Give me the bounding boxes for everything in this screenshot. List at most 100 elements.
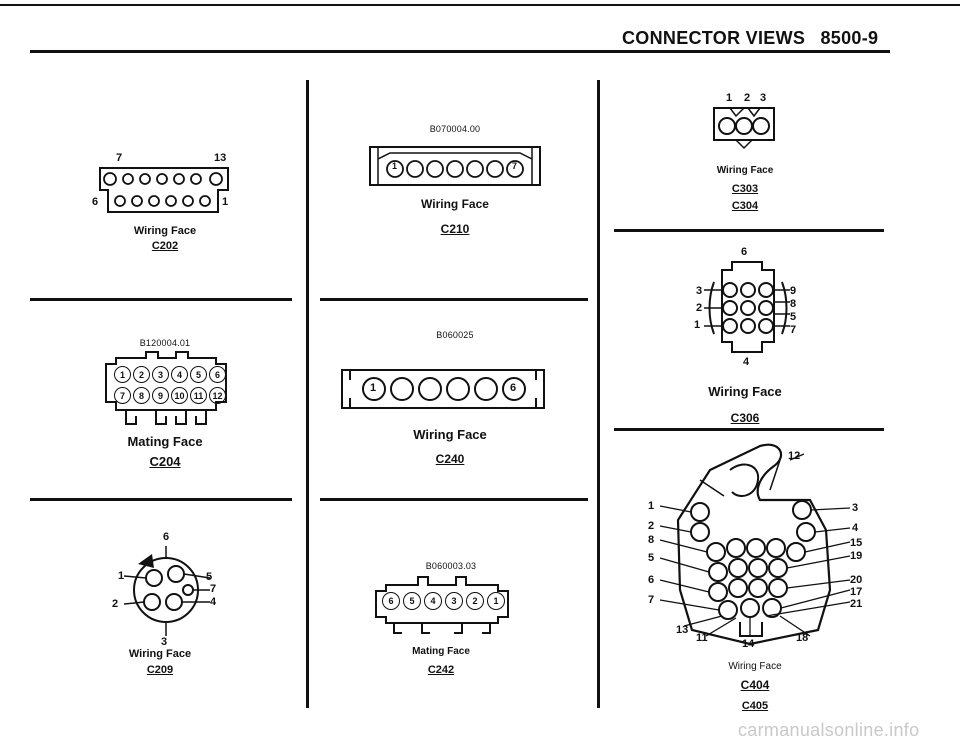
connector-c210-drawing xyxy=(369,146,541,186)
pin-label: 2 xyxy=(112,598,119,610)
face-label: Wiring Face xyxy=(708,384,782,399)
connector-code: C404 xyxy=(740,678,770,692)
connector-code: C405 xyxy=(741,700,769,712)
pin-label: 20 xyxy=(850,574,863,586)
pin-label: 6 xyxy=(648,574,655,586)
pin-circle: 3 xyxy=(445,592,463,610)
connector-c306-drawing xyxy=(704,261,790,353)
page-title: CONNECTOR VIEWS 8500-9 xyxy=(622,28,878,49)
pin-label: 6 xyxy=(163,531,170,543)
separator-mid-1 xyxy=(320,298,588,301)
header-rule xyxy=(30,50,890,53)
pin-label: 3 xyxy=(161,636,168,648)
pin-label: 3 xyxy=(696,285,703,297)
pin-circle: 7 xyxy=(114,387,131,404)
pin-label: 7 xyxy=(116,152,123,164)
pin-circle: 6 xyxy=(382,592,400,610)
pin-label: 1 xyxy=(370,382,377,394)
pin-label: 12 xyxy=(788,450,801,462)
pin-label: 1 xyxy=(118,570,125,582)
pin-label: 5 xyxy=(206,571,213,583)
watermark: carmanualsonline.info xyxy=(738,720,920,740)
connector-code: C240 xyxy=(435,452,465,466)
pin-circle: 10 xyxy=(171,387,188,404)
pin-label: 6 xyxy=(510,382,517,394)
connector-c204-drawing xyxy=(105,351,227,425)
pin-label: 17 xyxy=(850,586,863,598)
pin-label: 1 xyxy=(222,196,229,208)
pin-label: 8 xyxy=(790,298,797,310)
pin-circle: 11 xyxy=(190,387,207,404)
reference-number: B060003.03 xyxy=(425,561,477,571)
connector-c242-drawing xyxy=(375,576,509,634)
separator-right-2 xyxy=(614,428,884,431)
pin-label: 2 xyxy=(696,302,703,314)
pin-circle: 4 xyxy=(424,592,442,610)
pin-label: 9 xyxy=(790,285,797,297)
pin-label: 19 xyxy=(850,550,863,562)
pin-circle: 4 xyxy=(171,366,188,383)
face-label: Mating Face xyxy=(412,646,470,657)
connector-c209-drawing xyxy=(123,546,211,636)
pin-label: 15 xyxy=(850,537,863,549)
face-label: Mating Face xyxy=(127,434,203,449)
pin-circle: 5 xyxy=(403,592,421,610)
pin-label: 1 xyxy=(392,161,398,171)
pin-label: 1 xyxy=(726,92,733,104)
connector-code: C209 xyxy=(146,664,174,676)
pin-label: 18 xyxy=(796,632,809,644)
pin-label: 21 xyxy=(850,598,863,610)
connector-c202-drawing xyxy=(99,167,229,213)
pin-label: 11 xyxy=(696,632,708,644)
pin-label: 5 xyxy=(790,311,797,323)
section-title: CONNECTOR VIEWS xyxy=(622,28,806,48)
pin-circle: 2 xyxy=(133,366,150,383)
pin-circle: 6 xyxy=(209,366,226,383)
pin-circle: 9 xyxy=(152,387,169,404)
pin-label: 3 xyxy=(760,92,767,104)
pin-label: 4 xyxy=(852,522,859,534)
connector-c303-drawing xyxy=(713,107,775,150)
connector-code: C204 xyxy=(149,454,181,469)
separator-right-1 xyxy=(614,229,884,232)
reference-number: B070004.00 xyxy=(429,124,481,134)
pin-circle: 1 xyxy=(487,592,505,610)
face-label: Wiring Face xyxy=(716,165,774,176)
reference-number: B120004.01 xyxy=(139,338,191,348)
face-label: Wiring Face xyxy=(133,225,197,237)
pin-circle: 1 xyxy=(114,366,131,383)
pin-label: 6 xyxy=(741,246,748,258)
pin-label: 7 xyxy=(648,594,655,606)
page-number: 8500-9 xyxy=(820,28,879,48)
pin-label: 7 xyxy=(790,324,797,336)
pin-label: 1 xyxy=(694,319,701,331)
connector-code: C304 xyxy=(731,200,759,212)
pin-label: 4 xyxy=(743,356,750,368)
connector-code: C306 xyxy=(730,411,760,425)
face-label: Wiring Face xyxy=(413,427,487,442)
pin-label: 2 xyxy=(648,520,655,532)
connector-code: C242 xyxy=(427,664,455,676)
pin-label: 14 xyxy=(742,638,755,650)
connector-code: C202 xyxy=(151,240,179,252)
pin-label: 13 xyxy=(676,624,689,636)
pin-label: 7 xyxy=(512,161,518,171)
pin-circle: 8 xyxy=(133,387,150,404)
pin-label: 4 xyxy=(210,596,217,608)
face-label: Wiring Face xyxy=(128,648,192,660)
reference-number: B060025 xyxy=(436,330,474,340)
separator-mid-2 xyxy=(320,498,588,501)
pin-label: 7 xyxy=(210,583,217,595)
pin-circle: 2 xyxy=(466,592,484,610)
pin-label: 6 xyxy=(92,196,99,208)
pin-label: 2 xyxy=(744,92,751,104)
face-label: Wiring Face xyxy=(728,661,782,672)
pin-label: 13 xyxy=(214,152,227,164)
separator-left-1 xyxy=(30,298,292,301)
pin-circle: 5 xyxy=(190,366,207,383)
connector-c404-drawing xyxy=(659,443,851,646)
connector-code: C210 xyxy=(440,222,470,236)
